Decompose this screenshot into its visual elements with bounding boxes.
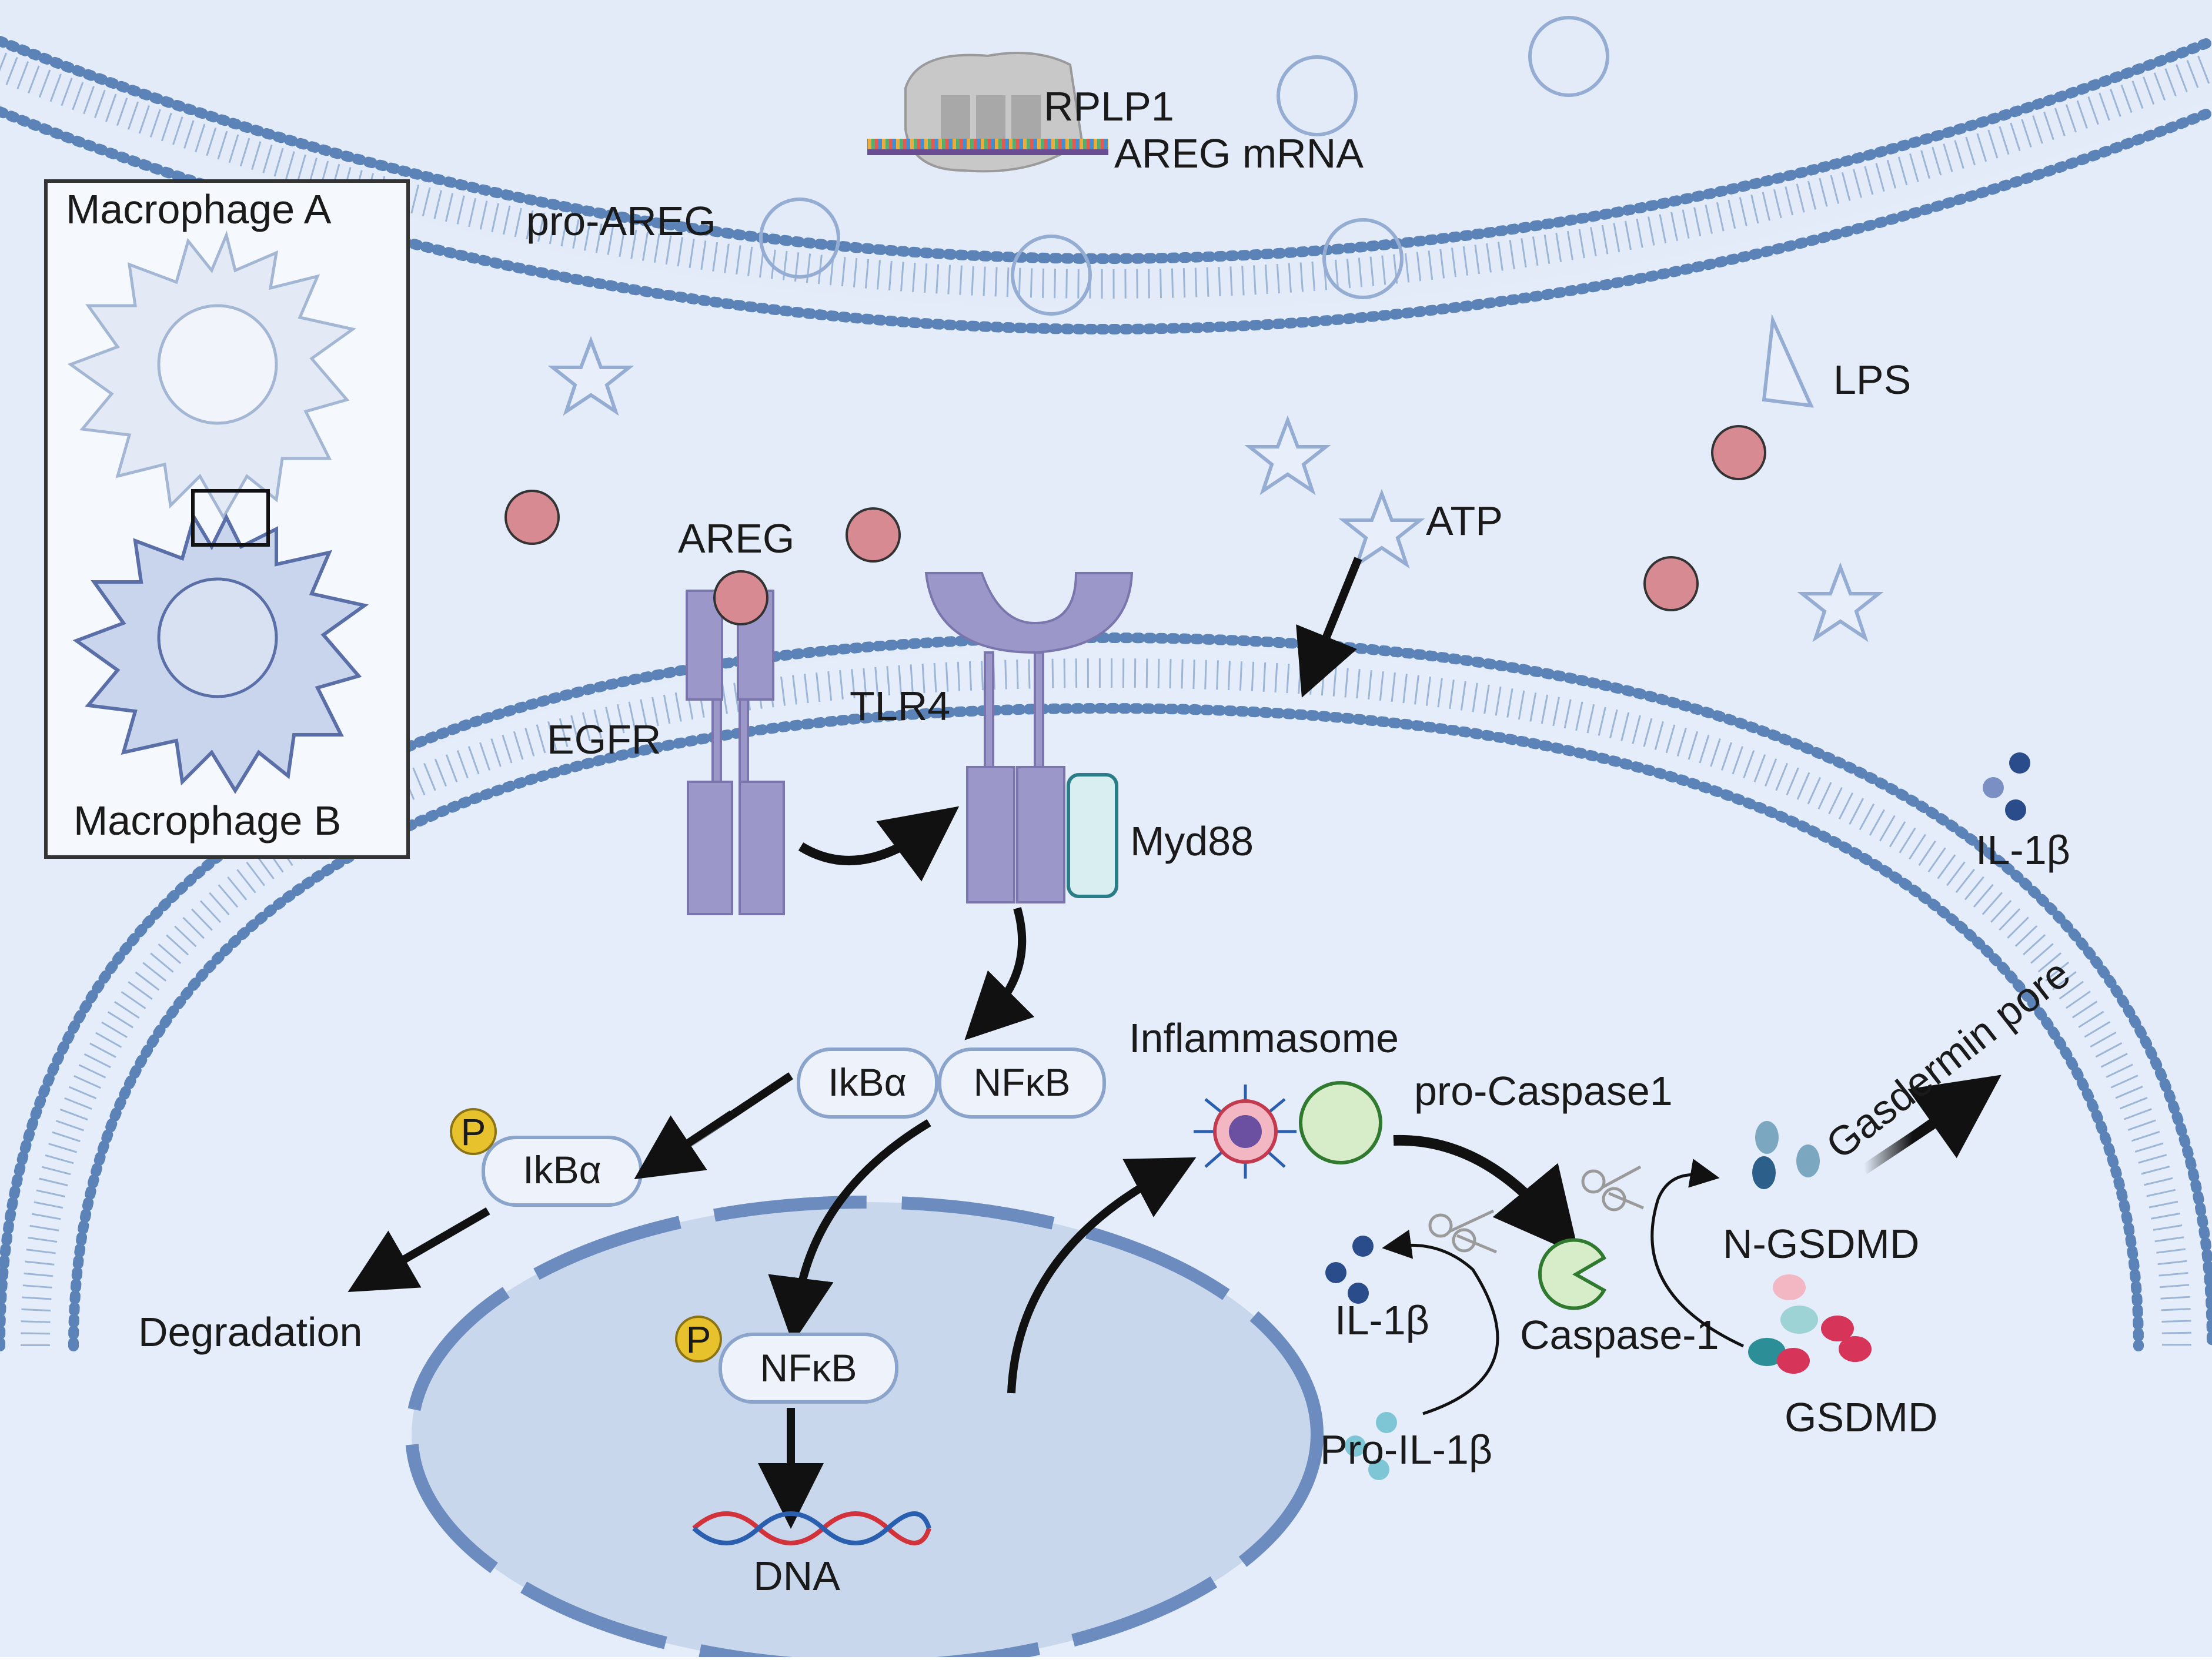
macrophage-b-label: Macrophage B: [73, 798, 341, 844]
arrow-tlr4-to-nfkb: [964, 907, 1035, 1040]
inflammasome-complex: [1194, 1085, 1297, 1179]
degradation-label: Degradation: [138, 1309, 362, 1355]
n-gsdmd: [1752, 1121, 1820, 1189]
ikba-text: IkBα: [828, 1060, 907, 1104]
arrow-atp-to-membrane: [1296, 557, 1362, 698]
lower-membrane: [0, 632, 2212, 1351]
pro-areg-label: pro-AREG: [526, 198, 716, 244]
pro-il1b-label: Pro-IL-1β: [1320, 1427, 1492, 1472]
p-nfkb-pill: [719, 1333, 898, 1404]
inflammasome-label: Inflammasome: [1129, 1015, 1399, 1061]
n-gsdmd-label: N-GSDMD: [1723, 1221, 1919, 1267]
gsdmd: [1748, 1274, 1872, 1374]
nfkb-text: NFκB: [974, 1060, 1071, 1104]
scissors-icon: [1428, 1209, 1497, 1254]
lps-label: LPS: [1833, 357, 1911, 403]
il1b-label: IL-1β: [1335, 1297, 1429, 1343]
p-nfkb-text: NFκB: [760, 1346, 857, 1390]
nfkb-pill: [938, 1047, 1106, 1119]
atp-molecules: [547, 336, 1884, 642]
macrophage-a-cell: [67, 230, 357, 521]
areg-label: AREG: [678, 516, 794, 561]
nucleus: [405, 1196, 1324, 1660]
vesicles: [759, 16, 1609, 316]
tlr4-label: TLR4: [850, 683, 950, 729]
dna-label: DNA: [753, 1553, 840, 1599]
lps-molecule: [1762, 313, 1814, 408]
tlr4-receptor: [924, 572, 1134, 903]
dna-helix-icon: [692, 1511, 931, 1545]
gsdmd-label: GSDMD: [1785, 1394, 1938, 1440]
egfr-label: EGFR: [547, 717, 661, 762]
pro-caspase1-label: pro-Caspase1: [1414, 1068, 1673, 1114]
arrow-pro-il1b-cleavage: [1382, 1229, 1499, 1415]
bound-areg: [713, 570, 768, 625]
ikba-nfkb-complex: IkBα NFκB: [797, 1047, 1106, 1119]
phospho-label-ikba: P: [461, 1111, 486, 1153]
arrow-egfr-to-tlr4: [798, 806, 960, 882]
arrow-nfkb-to-nucleus: [768, 1119, 931, 1344]
arrow-to-inflammasome: [1007, 1157, 1197, 1394]
il1b-secreted-label: IL-1β: [1976, 827, 2070, 873]
arrow-to-degradation: [347, 1207, 490, 1293]
macrophage-inset: Macrophage A Macrophage B: [44, 179, 410, 859]
phospho-icon: [450, 1108, 497, 1155]
areg-mrna: [867, 139, 1108, 155]
caspase1: [1538, 1238, 1607, 1310]
areg-mrna-label: AREG mRNA: [1114, 130, 1364, 176]
caspase1-label: Caspase-1: [1520, 1312, 1719, 1358]
myd88-adaptor: [1067, 773, 1118, 898]
pro-il1b: [1345, 1412, 1397, 1480]
ikba-pill: [797, 1047, 938, 1119]
il1b-cytoplasm: [1325, 1236, 1374, 1304]
phospho-icon-nfkb: [675, 1316, 722, 1363]
p-ikba-text: IkBα: [523, 1148, 602, 1192]
pro-caspase1: [1299, 1081, 1382, 1164]
arrow-to-p-ikba: [634, 1110, 734, 1180]
arrow-gsdmd-cleavage: [1650, 1159, 1745, 1348]
phospho-label-nfkb: P: [686, 1318, 711, 1361]
atp-label: ATP: [1426, 498, 1503, 544]
scissors-icon-2: [1581, 1165, 1644, 1211]
myd88-label: Myd88: [1130, 818, 1254, 864]
arrow-to-pore: [1907, 1075, 2002, 1159]
inset-zoom-box: [191, 489, 270, 547]
arrow-to-caspase1: [1393, 1134, 1579, 1256]
rplp1-label: RPLP1: [1044, 83, 1174, 129]
macrophage-a-label: Macrophage A: [66, 186, 332, 232]
macrophage-b-cell: [72, 513, 369, 794]
il1b-secreted: [1983, 752, 2030, 821]
